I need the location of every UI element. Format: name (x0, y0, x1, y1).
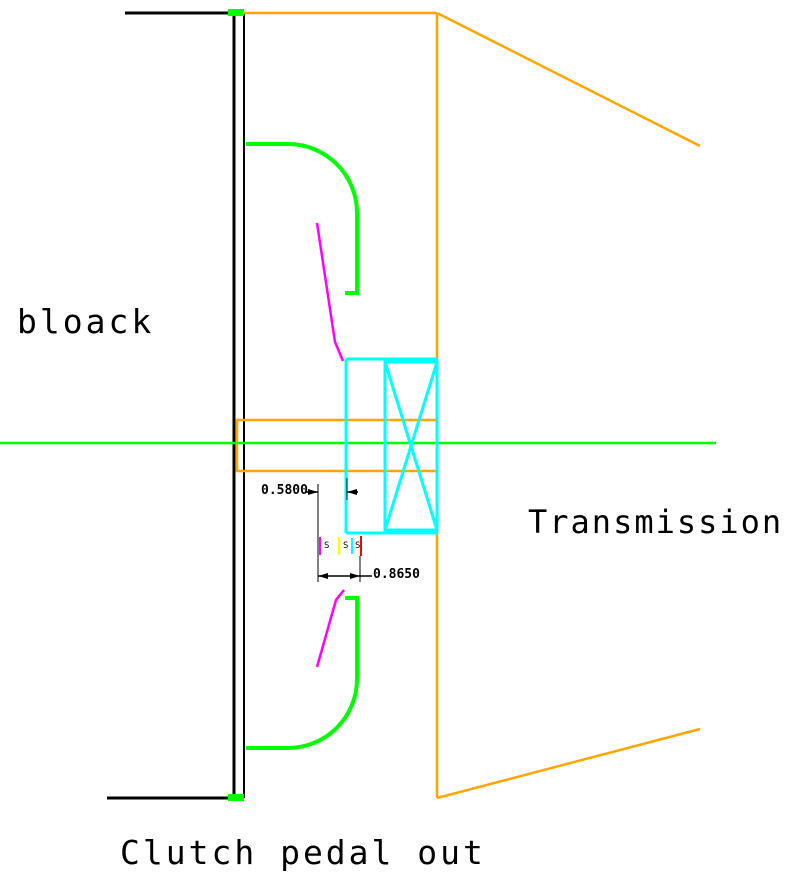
clutch-fork-upper (315, 222, 345, 362)
transmission-housing-outline (243, 11, 701, 800)
tick-label-1: S (324, 541, 330, 551)
dim1-arrow-right (347, 489, 357, 495)
dim2-arrow-left (318, 573, 328, 579)
block-label: bloack (17, 302, 155, 341)
transmission-label: Transmission (528, 503, 784, 541)
dim2-text: 0.8650 (373, 567, 420, 582)
release-bearing-carrier (344, 357, 437, 535)
pressure-plate-arc-upper (246, 142, 359, 295)
bearing-symbol-cross (383, 361, 439, 531)
dim1-text: 0.5800 (261, 483, 308, 498)
clutch-fork-lower (315, 589, 345, 668)
tick-label-2: S (343, 541, 349, 551)
clutch-pedal-out-label: Clutch pedal out (120, 833, 486, 872)
bearing-symbol-box (383, 360, 439, 532)
pressure-plate-arc-lower (246, 596, 359, 750)
dim2-arrow-right (350, 573, 360, 579)
corner-tick-bottom (228, 794, 244, 801)
tick-label-3: S (355, 541, 361, 551)
corner-tick-top (228, 9, 244, 16)
dim1-arrow-left (308, 489, 318, 495)
